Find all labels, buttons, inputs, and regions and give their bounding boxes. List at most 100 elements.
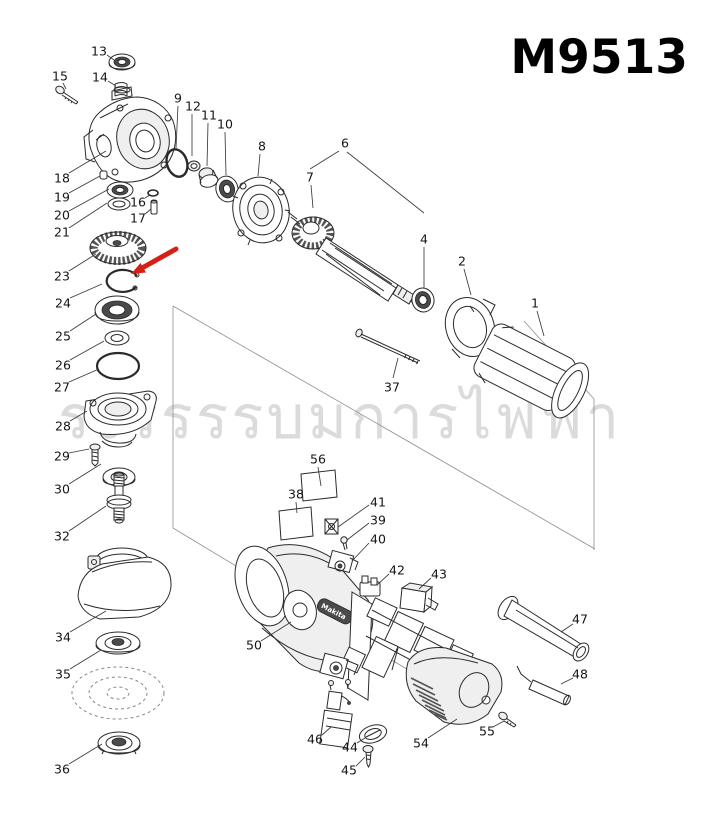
part-label-40: 40: [370, 532, 386, 547]
highlight-arrow: [131, 246, 179, 274]
part-label-48: 48: [572, 667, 588, 682]
leader-line-38: [295, 501, 298, 514]
screw-29-drawing: [89, 443, 101, 467]
baffle-plate-2-drawing: [444, 297, 496, 359]
part-label-45: 45: [341, 763, 357, 778]
part-label-13: 13: [91, 44, 107, 59]
bearing-box-28-drawing: [83, 390, 157, 448]
leader-line-15: [62, 82, 67, 90]
part-label-4: 4: [420, 232, 428, 247]
lock-nut-36-drawing: [97, 731, 141, 755]
leader-line-26: [69, 340, 105, 361]
part-label-15: 15: [52, 69, 68, 84]
leader-line-1: [536, 310, 545, 337]
gear-11-drawing: [198, 167, 219, 188]
ring-21-drawing: [107, 197, 131, 211]
leader-line-9: [175, 105, 179, 149]
leader-line-44: [356, 737, 366, 744]
part-label-26: 26: [55, 358, 71, 373]
leader-line-46: [321, 726, 332, 736]
leader-line-6: [346, 151, 425, 214]
leader-line-34: [69, 610, 107, 633]
leader-line-20: [68, 188, 110, 212]
rear-cover-54-drawing: [405, 647, 503, 725]
bevel-gear-23-drawing: [89, 231, 147, 265]
part-label-54: 54: [413, 736, 429, 751]
inner-flange-35-drawing: [95, 631, 141, 655]
grinding-wheel-drawing: [71, 666, 165, 720]
leader-line-8: [257, 153, 261, 177]
part-label-55: 55: [479, 724, 495, 739]
part-label-56: 56: [310, 452, 326, 467]
bearing-20-drawing: [106, 181, 134, 199]
bearing-13-drawing: [108, 53, 136, 71]
brush-holder-assembly-drawing: [319, 652, 359, 691]
part-label-6: 6: [341, 136, 349, 151]
leader-line-14: [107, 80, 117, 87]
part-label-10: 10: [217, 117, 233, 132]
switch-43-drawing: [399, 582, 439, 614]
bearing-plate-8-drawing: [232, 176, 291, 246]
leader-line-41: [337, 504, 370, 528]
model-title: M9513: [510, 30, 688, 85]
part-label-50: 50: [246, 638, 262, 653]
leader-line-10: [224, 131, 227, 176]
leader-line-48: [560, 677, 574, 685]
screw-55-drawing: [498, 711, 517, 728]
part-label-42: 42: [389, 563, 405, 578]
leader-line-47: [560, 623, 574, 633]
part-label-7: 7: [306, 170, 314, 185]
part-label-30: 30: [54, 482, 70, 497]
part-label-14: 14: [92, 70, 108, 85]
part-label-29: 29: [54, 449, 70, 464]
leader-line-25: [69, 313, 97, 332]
brush-cap-44-drawing: [358, 724, 388, 744]
part-label-28: 28: [55, 419, 71, 434]
part-label-19: 19: [54, 190, 70, 205]
leader-line-42: [376, 573, 390, 586]
part-label-18: 18: [54, 171, 70, 186]
part-41-drawing: [324, 518, 339, 535]
leader-line-16: [144, 194, 151, 199]
leader-line-7: [310, 184, 314, 209]
nut-12-drawing: [187, 160, 201, 172]
leader-line-37: [392, 357, 399, 379]
leader-line-27: [68, 368, 100, 383]
part-label-20: 20: [54, 208, 70, 223]
pin-19-drawing: [99, 170, 108, 180]
wheel-guard-34-drawing: [77, 547, 172, 620]
part-label-17: 17: [130, 211, 146, 226]
name-plate-56-drawing: [300, 469, 338, 502]
leader-line-19: [68, 175, 101, 194]
part-label-1: 1: [531, 296, 539, 311]
screw-15-drawing: [55, 85, 79, 105]
part-label-9: 9: [174, 91, 182, 106]
leader-line-21: [68, 202, 108, 229]
carbon-brush-46-drawing: [319, 690, 353, 749]
part-label-32: 32: [54, 529, 70, 544]
leader-line-2: [463, 268, 472, 296]
leader-line-54: [427, 718, 458, 739]
name-plate-38-drawing: [278, 506, 314, 541]
part-label-47: 47: [572, 612, 588, 627]
brush-holder-40-drawing: [327, 549, 359, 574]
leader-line-28: [69, 410, 88, 422]
leader-line-39: [346, 522, 370, 541]
part-label-44: 44: [342, 740, 358, 755]
bearing-4-drawing: [411, 287, 435, 313]
oring-9-drawing: [165, 148, 189, 178]
bearing-10-drawing: [215, 175, 239, 203]
leader-line-45: [355, 756, 366, 767]
part-label-25: 25: [55, 329, 71, 344]
part-label-16: 16: [130, 195, 146, 210]
field-stator-1-drawing: [473, 323, 590, 419]
part-label-38: 38: [288, 487, 304, 502]
leader-line-13: [106, 54, 115, 61]
part-label-34: 34: [55, 630, 71, 645]
leader-line-35: [69, 649, 102, 670]
leader-line-23: [68, 253, 97, 272]
leader-line-24: [69, 283, 103, 299]
washer-26-drawing: [104, 330, 130, 346]
